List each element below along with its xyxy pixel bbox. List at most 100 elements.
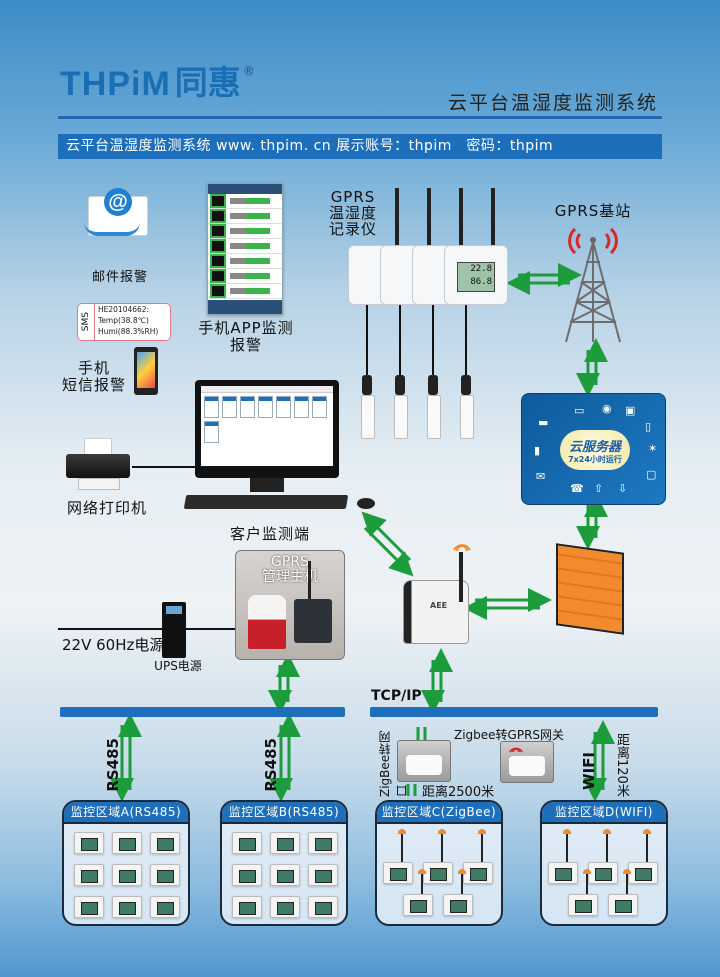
app-list-row — [208, 239, 282, 254]
app-alarm-line1: 手机APP监测 — [198, 319, 294, 337]
arrow-bus-zone-a — [110, 713, 142, 802]
device-antenna — [646, 834, 648, 862]
sensor-device — [74, 896, 104, 918]
sensor-device — [232, 896, 262, 918]
sms-device-id: HE20104662: — [98, 305, 150, 314]
device-antenna — [626, 874, 628, 894]
download-icon: ⇩ — [618, 482, 628, 495]
sensor-device — [150, 864, 180, 886]
gprs-host-photo: GPRS 管理主机 — [235, 550, 345, 660]
sensor-device — [270, 832, 300, 854]
wireless-sensor-device — [608, 894, 638, 916]
gprs-logger-line2: 温湿度 — [328, 203, 377, 222]
ups-label: UPS电源 — [154, 659, 202, 673]
arrow-logger-station — [506, 263, 582, 295]
router-icon: AEE — [403, 580, 469, 644]
signal-icon — [623, 869, 631, 874]
sms-temp: Temp(38.8℃) — [98, 316, 149, 325]
signal-icon — [583, 869, 591, 874]
zigbee-gprs-gateway-icon — [500, 741, 554, 783]
wireless-sensor-device — [568, 894, 598, 916]
wireless-sensor-device — [588, 862, 618, 884]
wireless-sensor-device — [548, 862, 578, 884]
webcam-icon: ◉ — [602, 402, 612, 415]
signal-icon — [478, 829, 486, 834]
arrow-bus-zone-d — [583, 720, 615, 802]
cell-tower-icon — [565, 227, 621, 343]
tablet-icon: ▢ — [646, 468, 657, 481]
power-label: 22V 60Hz电源 — [62, 636, 165, 654]
wifi-label: WIFI — [580, 752, 598, 790]
wireless-sensor-device — [423, 862, 453, 884]
gprs-module-icon — [294, 599, 332, 643]
signal-icon — [643, 829, 651, 834]
arrow-router-bus — [421, 648, 453, 714]
app-list-row — [208, 224, 282, 239]
sensor-device — [232, 864, 262, 886]
gprs-logger-label: GPRS 温湿度 记录仪 — [328, 189, 378, 237]
monitor-card — [276, 396, 291, 418]
sensor-device — [270, 896, 300, 918]
app-alarm-line2: 报警 — [229, 336, 262, 355]
monitor-card — [204, 396, 219, 418]
printer-icon — [64, 438, 132, 492]
mobile-icon: ▮ — [534, 444, 541, 457]
sms-humi: Humi(88.3%RH) — [98, 327, 159, 336]
monitor-card — [258, 396, 273, 418]
zone-d-title: 监控区域D(WIFI) — [542, 802, 666, 824]
app-list-row — [208, 254, 282, 269]
device-antenna — [461, 874, 463, 894]
mobile-app-screenshot — [207, 183, 283, 315]
probe-cables — [366, 300, 467, 375]
cloud-server-subtitle: 7x24小时运行 — [568, 455, 622, 464]
sensor-device — [74, 832, 104, 854]
tcpip-bus — [370, 707, 658, 717]
router-antenna — [459, 552, 463, 602]
zigbee-lan-gateway-icon — [397, 740, 451, 782]
monitor-card — [294, 396, 309, 418]
call-icon: ☎ — [570, 482, 584, 495]
monitor-card — [312, 396, 327, 418]
floppy-icon: ▣ — [625, 404, 636, 417]
alarm-light-icon: ✶ — [648, 442, 658, 455]
app-list-row — [208, 209, 282, 224]
zone-a: 监控区域A(RS485) — [62, 800, 190, 926]
rs485-a-label: RS485 — [104, 738, 122, 792]
sensor-device — [308, 864, 338, 886]
sms-alarm-line2: 短信报警 — [61, 376, 126, 395]
device-antenna — [401, 834, 403, 862]
app-list-row — [208, 284, 282, 299]
rs485-b-label: RS485 — [262, 738, 280, 792]
arrow-bus-zone-b — [269, 713, 301, 802]
zone-c-title: 监控区域C(ZigBee) — [377, 802, 501, 824]
cloud-server-title: 云服务器 — [568, 440, 621, 455]
device-antenna — [481, 834, 483, 862]
header-divider — [58, 116, 662, 119]
arrow-cloud-firewall — [576, 493, 608, 550]
arrow-router-firewall — [463, 588, 552, 620]
brand-logo: THPiM 同惠 ® — [60, 63, 255, 104]
zone-c: 监控区域C(ZigBee) — [375, 800, 503, 926]
sensor-device — [270, 864, 300, 886]
wireless-sensor-device — [628, 862, 658, 884]
zone-b-title: 监控区域B(RS485) — [222, 802, 346, 824]
monitor-stand — [250, 478, 284, 492]
monitor-card — [222, 396, 237, 418]
arrow-client-router — [361, 511, 414, 577]
sensor-device — [150, 896, 180, 918]
phone-icon: ▯ — [645, 420, 652, 433]
sensor-device — [308, 832, 338, 854]
arrow-zigbee-top — [416, 727, 427, 740]
router-brand: AEE — [430, 601, 448, 610]
arrow-zigbee-bottom — [406, 784, 417, 796]
sensor-device — [74, 864, 104, 886]
desktop-icon: ▬ — [538, 416, 549, 429]
wireless-sensor-device — [463, 862, 493, 884]
sms-bubble: SMS HE20104662: Temp(38.8℃) Humi(88.3%RH… — [77, 303, 171, 341]
gprs-host-line2: 管理主机 — [262, 568, 318, 585]
sms-alarm-label: 手机 短信报警 — [58, 359, 130, 395]
logger-humi-reading: 86.8 — [470, 277, 492, 287]
signal-icon — [398, 829, 406, 834]
app-list-row — [208, 269, 282, 284]
sensor-device — [308, 896, 338, 918]
